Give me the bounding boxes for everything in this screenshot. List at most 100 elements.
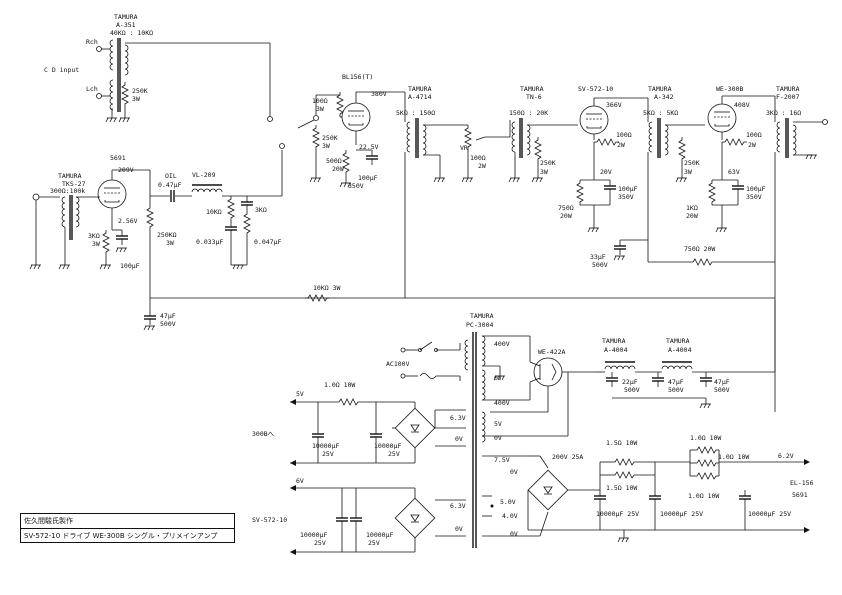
svg-text:100Ω: 100Ω bbox=[746, 131, 762, 139]
svg-text:2W: 2W bbox=[617, 141, 625, 149]
heater-300b: 5V 1.0Ω 10W 300Bへ 10000μF 25V 10000μF 25… bbox=[252, 381, 466, 466]
trans-a351-label: TAMURA bbox=[114, 13, 138, 21]
input-selector-switch[interactable] bbox=[297, 94, 340, 129]
cd-input-label: C D input bbox=[44, 66, 79, 74]
rch-jack-icon[interactable] bbox=[96, 46, 102, 52]
svg-text:750Ω: 750Ω bbox=[558, 204, 574, 212]
svg-text:100Ω: 100Ω bbox=[616, 131, 632, 139]
lch-label: Lch bbox=[86, 85, 98, 93]
svg-text:500V: 500V bbox=[714, 386, 730, 394]
heater-el156: 7.5V 0V 5.0V 4.0V 0V 200V 25A 1.5Ω 10W 1… bbox=[482, 434, 814, 543]
heater-sv572: 6V SV-572-10 10000μF 25V 10000μF 25V 6.3… bbox=[252, 477, 466, 555]
svg-text:366V: 366V bbox=[606, 101, 622, 109]
svg-text:350V: 350V bbox=[618, 193, 634, 201]
svg-text:150Ω : 20K: 150Ω : 20K bbox=[509, 109, 548, 117]
volume-control[interactable]: VR 100Ω 2W bbox=[460, 124, 510, 183]
svg-text:3W: 3W bbox=[92, 240, 100, 248]
svg-text:6.2V: 6.2V bbox=[778, 452, 794, 460]
svg-text:VL-209: VL-209 bbox=[192, 171, 216, 179]
tks27-input-jack-icon[interactable] bbox=[32, 193, 40, 201]
rectifier-bridge2-icon bbox=[394, 497, 436, 539]
svg-text:TKS-27: TKS-27 bbox=[62, 180, 86, 188]
title-block: 佐久間駿氏製作 SV-572-10 ドライブ WE-300B シングル・プリメイ… bbox=[20, 513, 235, 543]
svg-text:300Ω:100k: 300Ω:100k bbox=[50, 187, 85, 195]
author-label: 佐久間駿氏製作 bbox=[21, 514, 234, 529]
svg-text:500Ω: 500Ω bbox=[326, 157, 342, 165]
svg-text:AC100V: AC100V bbox=[386, 360, 410, 368]
svg-text:380V: 380V bbox=[371, 90, 387, 98]
svg-text:5691: 5691 bbox=[792, 491, 808, 499]
svg-text:500V: 500V bbox=[668, 386, 684, 394]
svg-text:2.56V: 2.56V bbox=[118, 217, 138, 225]
svg-text:A-4004: A-4004 bbox=[668, 346, 692, 354]
svg-text:100μF: 100μF bbox=[746, 185, 766, 193]
svg-text:750Ω 20W: 750Ω 20W bbox=[684, 245, 715, 253]
svg-text:20W: 20W bbox=[686, 212, 698, 220]
svg-text:25V: 25V bbox=[314, 539, 326, 547]
b-plus-rail: 10KΩ 3W 47μF 500V 33μF 500V 750Ω 20W bbox=[143, 239, 775, 331]
svg-text:408V: 408V bbox=[734, 101, 750, 109]
svg-text:1.0Ω 10W: 1.0Ω 10W bbox=[718, 453, 749, 461]
tube-sv572-icon bbox=[579, 105, 609, 135]
svg-text:20W: 20W bbox=[332, 165, 344, 173]
svg-text:TAMURA: TAMURA bbox=[648, 85, 672, 93]
svg-text:3W: 3W bbox=[316, 105, 324, 113]
svg-text:300Bへ: 300Bへ bbox=[252, 430, 275, 438]
svg-text:2W: 2W bbox=[478, 162, 486, 170]
svg-text:3W: 3W bbox=[684, 168, 692, 176]
svg-text:3W: 3W bbox=[322, 142, 330, 150]
selector-contact2-icon[interactable] bbox=[279, 143, 285, 149]
svg-text:500V: 500V bbox=[624, 386, 640, 394]
svg-text:0.047μF: 0.047μF bbox=[254, 238, 281, 246]
svg-text:PC-3004: PC-3004 bbox=[466, 321, 493, 329]
svg-text:OIL: OIL bbox=[165, 172, 177, 180]
speaker-output-jack-icon[interactable] bbox=[822, 119, 828, 125]
svg-text:47μF: 47μF bbox=[668, 378, 684, 386]
svg-text:TAMURA: TAMURA bbox=[408, 85, 432, 93]
svg-text:1.0Ω 10W: 1.0Ω 10W bbox=[690, 434, 721, 442]
svg-text:0.47μF: 0.47μF bbox=[158, 181, 182, 189]
svg-text:100μF: 100μF bbox=[120, 262, 140, 270]
svg-text:0V: 0V bbox=[455, 435, 463, 443]
stage2-tube-label: BL156(T) bbox=[342, 73, 373, 81]
svg-text:A-351: A-351 bbox=[116, 21, 136, 29]
svg-text:A-4004: A-4004 bbox=[604, 346, 628, 354]
stage3-tube-label: SV-572-10 bbox=[578, 85, 613, 93]
svg-text:63V: 63V bbox=[728, 168, 740, 176]
power-supply: TAMURA PC-3004 AC100V 400V 0V 400V WE-42… bbox=[386, 300, 776, 548]
svg-text:4.0V: 4.0V bbox=[502, 512, 518, 520]
selector-contact-icon[interactable] bbox=[267, 116, 273, 122]
svg-text:10000μF 25V: 10000μF 25V bbox=[596, 510, 639, 518]
svg-text:2W: 2W bbox=[748, 141, 756, 149]
svg-text:A-4714: A-4714 bbox=[408, 93, 432, 101]
svg-text:20V: 20V bbox=[600, 168, 612, 176]
svg-text:47μF: 47μF bbox=[160, 312, 176, 320]
power-switch[interactable] bbox=[419, 341, 433, 351]
svg-text:250K: 250K bbox=[322, 134, 338, 142]
svg-text:5V: 5V bbox=[494, 420, 502, 428]
svg-text:47μF: 47μF bbox=[714, 378, 730, 386]
svg-text:250K: 250K bbox=[132, 87, 148, 95]
svg-text:0V: 0V bbox=[455, 525, 463, 533]
svg-text:6V: 6V bbox=[296, 477, 304, 485]
stage3-sv572: SV-572-10 366V 100Ω 2W 20V 750Ω 20W 100μ… bbox=[558, 85, 648, 233]
svg-text:3KΩ: 3KΩ bbox=[88, 232, 100, 240]
svg-text:200V 25A: 200V 25A bbox=[552, 453, 583, 461]
trans-a4714: TAMURA A-4714 5KΩ : 150Ω bbox=[396, 85, 468, 298]
svg-text:0.033μF: 0.033μF bbox=[196, 238, 223, 246]
svg-text:F-2007: F-2007 bbox=[776, 93, 800, 101]
svg-text:22μF: 22μF bbox=[622, 378, 638, 386]
svg-text:33μF: 33μF bbox=[590, 253, 606, 261]
svg-text:WE-422A: WE-422A bbox=[538, 348, 565, 356]
svg-text:25V: 25V bbox=[388, 450, 400, 458]
lch-jack-icon[interactable] bbox=[96, 93, 102, 99]
svg-text:3W: 3W bbox=[540, 168, 548, 176]
svg-text:0V: 0V bbox=[494, 434, 502, 442]
svg-text:22.5V: 22.5V bbox=[359, 143, 379, 151]
rectifier-bridge3-icon bbox=[527, 469, 569, 511]
svg-text:1.5Ω 10W: 1.5Ω 10W bbox=[606, 484, 637, 492]
stage4-tube-label: WE-300B bbox=[716, 85, 743, 93]
svg-text:5.0V: 5.0V bbox=[500, 498, 516, 506]
svg-text:0V: 0V bbox=[494, 374, 502, 382]
svg-text:250KΩ: 250KΩ bbox=[157, 231, 177, 239]
